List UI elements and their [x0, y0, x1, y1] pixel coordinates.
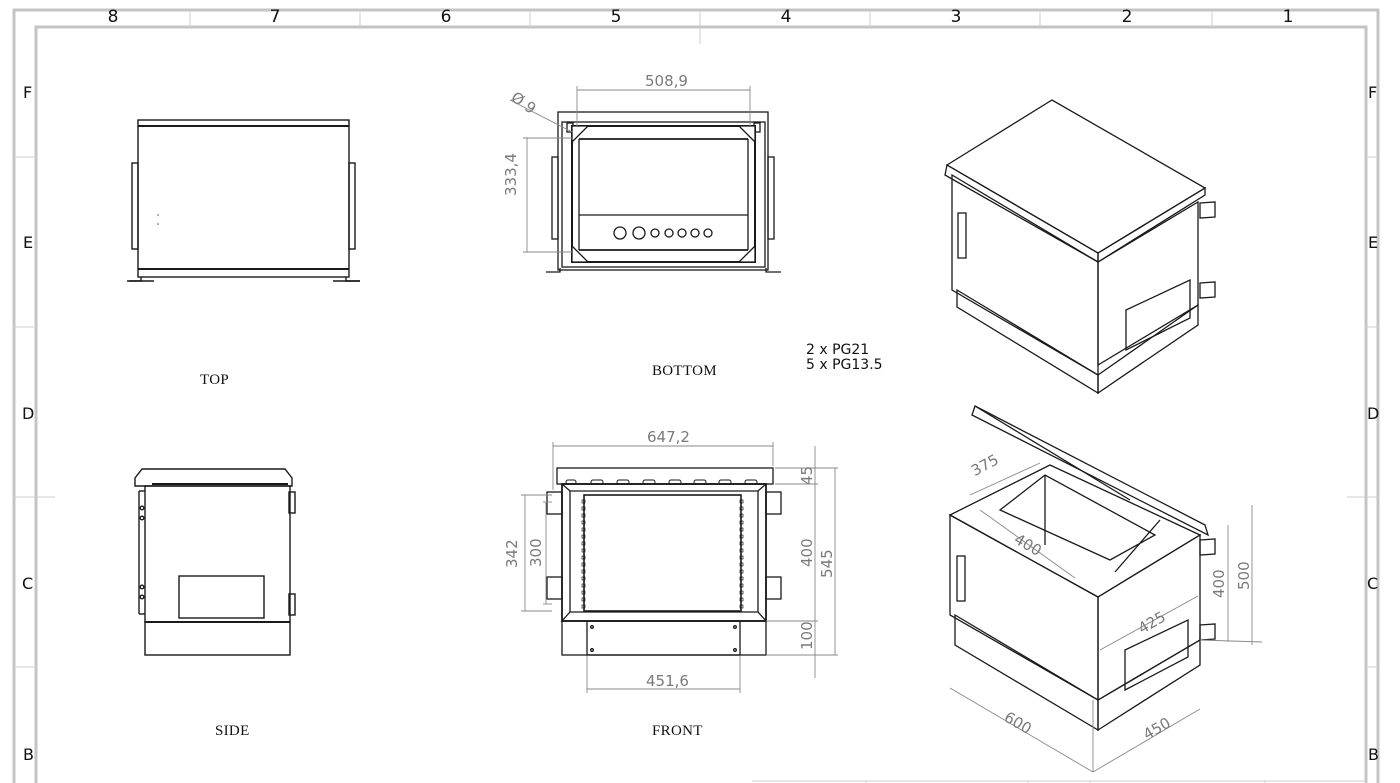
dim-front-base-width: 451,6	[646, 672, 689, 690]
dim-front-mount-outer: 342	[503, 539, 521, 568]
dim-front-plinth: 100	[798, 621, 816, 650]
bottom-view-drawing	[546, 111, 781, 273]
zone-row-c-right: C	[1367, 574, 1379, 593]
iso-open-dimensions	[949, 462, 1263, 773]
zone-column-6: 6	[440, 7, 452, 27]
dim-bottom-width: 508,9	[645, 72, 688, 90]
front-view-dimensions	[521, 442, 838, 693]
dim-front-roof: 45	[798, 465, 816, 485]
bottom-view-dimensions	[509, 86, 751, 253]
zone-row-f-left: F	[23, 83, 33, 102]
zone-column-7: 7	[269, 7, 281, 27]
dim-front-body: 400	[798, 538, 816, 567]
dim-iso-total-height: 500	[1235, 561, 1253, 590]
top-view-label: TOP	[200, 372, 229, 388]
front-rack-holes	[581, 499, 744, 609]
zone-column-5: 5	[610, 7, 622, 27]
note-line-pg21: 2 x PG21	[806, 342, 870, 358]
zone-row-c-left: C	[22, 574, 34, 593]
zone-column-8: 8	[107, 7, 119, 27]
front-view-label: FRONT	[652, 723, 703, 739]
front-view-drawing	[546, 467, 782, 656]
cable-gland-note: 2 x PG21 5 x PG13.5	[806, 343, 883, 373]
zone-row-e-right: E	[1368, 233, 1379, 252]
iso-closed-drawing	[944, 99, 1216, 395]
zone-row-d-left: D	[22, 404, 35, 423]
dim-bottom-height: 333,4	[502, 153, 520, 196]
dim-front-total: 545	[818, 549, 836, 578]
zone-row-b-right: B	[1368, 745, 1379, 764]
zone-column-1: 1	[1282, 7, 1294, 27]
zone-row-e-left: E	[23, 233, 34, 252]
dim-front-overall-width: 647,2	[647, 428, 690, 446]
zone-row-f-right: F	[1368, 83, 1378, 102]
top-view-drawing	[127, 119, 360, 282]
zone-column-3: 3	[950, 7, 962, 27]
side-view-label: SIDE	[215, 723, 250, 739]
zone-column-4: 4	[780, 7, 792, 27]
side-view-drawing	[134, 468, 296, 656]
zone-column-2: 2	[1121, 7, 1133, 27]
zone-row-d-right: D	[1367, 404, 1380, 423]
bottom-view-label: BOTTOM	[652, 363, 717, 379]
zone-row-b-left: B	[23, 745, 34, 764]
dim-front-mount-inner: 300	[527, 538, 545, 567]
dim-iso-body-height: 400	[1210, 569, 1228, 598]
note-line-pg13: 5 x PG13.5	[806, 357, 883, 373]
